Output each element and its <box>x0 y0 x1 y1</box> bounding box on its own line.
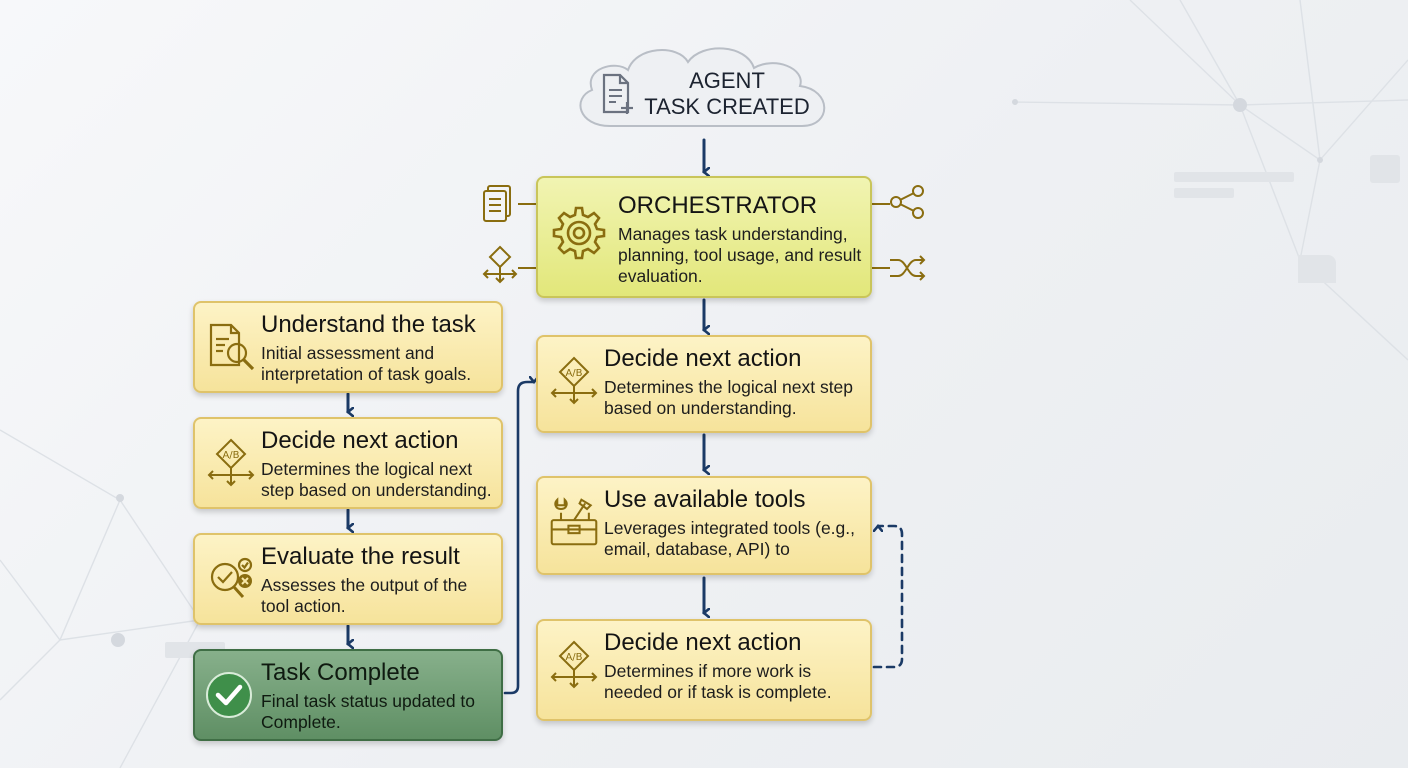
ab-decision-icon: A/B <box>207 438 255 487</box>
svg-text:A/B: A/B <box>565 368 582 379</box>
start-label-line-2: TASK CREATED <box>644 94 810 119</box>
evaluate-result-title: Evaluate the result <box>261 543 460 570</box>
share-nodes-icon <box>890 185 924 219</box>
svg-text:A/B: A/B <box>222 450 239 461</box>
orchestrator-title: ORCHESTRATOR <box>618 192 818 219</box>
agent-task-created-node: AGENT TASK CREATED <box>570 38 838 136</box>
right-decide-action-title: Decide next action <box>604 345 802 372</box>
use-tools-node: Use available tools Leverages integrated… <box>536 476 872 575</box>
start-label: AGENT TASK CREATED <box>642 68 812 120</box>
gear-icon <box>552 206 606 260</box>
ab-decision-icon: A/B <box>550 356 598 405</box>
edge-complete-to-decide <box>503 382 534 695</box>
use-tools-description: Leverages integrated tools (e.g., email,… <box>604 518 855 559</box>
understand-task-title: Understand the task <box>261 311 476 338</box>
evaluate-result-description: Assesses the output of the tool action. <box>261 575 468 616</box>
final-decide-action-title: Decide next action <box>604 629 802 656</box>
start-label-line-1: AGENT <box>689 68 765 93</box>
svg-text:A/B: A/B <box>565 652 582 663</box>
check-circle-icon <box>206 672 252 718</box>
task-complete-node: Task Complete Final task status updated … <box>193 649 503 741</box>
understand-task-description: Initial assessment and interpretation of… <box>261 343 472 384</box>
orchestrator-node: ORCHESTRATOR Manages task understanding,… <box>536 176 872 298</box>
toolbox-icon <box>550 497 598 546</box>
final-decide-action-node: A/B Decide next action Determines if mor… <box>536 619 872 721</box>
cloud-shape <box>579 47 826 127</box>
document-plus-icon <box>602 73 633 114</box>
evaluate-result-node: Evaluate the result Assesses the output … <box>193 533 503 625</box>
right-decide-action-node: A/B Decide next action Determines the lo… <box>536 335 872 433</box>
decision-diamond-icon <box>482 245 518 284</box>
shuffle-icon <box>890 255 926 281</box>
final-decide-action-description: Determines if more work is needed or if … <box>604 661 832 702</box>
document-icon <box>483 185 511 222</box>
left-decide-action-description: Determines the logical next step based o… <box>261 459 492 500</box>
task-complete-title: Task Complete <box>261 659 420 686</box>
ab-decision-icon: A/B <box>550 640 598 689</box>
edge-loop-back-to-tools <box>872 526 904 669</box>
right-decide-action-description: Determines the logical next step based o… <box>604 377 854 418</box>
understand-task-node: Understand the task Initial assessment a… <box>193 301 503 393</box>
use-tools-title: Use available tools <box>604 486 806 513</box>
document-search-icon <box>209 323 255 371</box>
left-decide-action-title: Decide next action <box>261 427 459 454</box>
evaluate-icon <box>210 557 253 599</box>
left-decide-action-node: A/B Decide next action Determines the lo… <box>193 417 503 509</box>
orchestrator-description: Manages task understanding, planning, to… <box>618 224 862 286</box>
task-complete-description: Final task status updated to Complete. <box>261 691 476 732</box>
